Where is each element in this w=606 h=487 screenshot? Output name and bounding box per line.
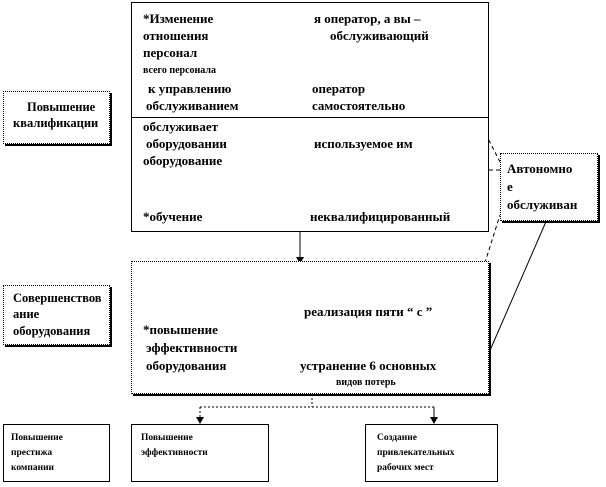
arrow-head-efficiency [196,417,204,424]
efficiency-line2: эффективности [141,448,208,458]
middle-col2-line3: видов потерь [336,377,396,388]
autonomous-line3: обслуживан [507,197,578,212]
arrow-head-top-to-middle [296,257,304,264]
autonomous-line1: Автономно [507,161,573,176]
top-col1-line7: обслуживает [143,119,218,134]
solid-link-bottom [487,216,549,356]
efficiency-line1: Повышение [141,433,193,443]
qualification-line2: квалификации [13,116,99,130]
top-col1-line9: оборудование [143,153,223,168]
top-col1-line4: всего персонала [143,65,216,76]
equipment-goals-box [131,261,489,394]
top-col1-line1: *Изменение [143,11,214,26]
equipment-line3: оборудования [13,324,91,338]
autonomous-maintenance-box [500,153,598,221]
qualification-line1: Повышение [27,100,96,114]
prestige-line1: Повышение [11,433,63,443]
prestige-line3: компании [11,463,55,473]
autonomous-line2: е [507,179,513,194]
top-col1-line3: персонал [143,45,198,60]
middle-col1-line2: эффективности [146,340,238,355]
top-col1-line8: оборудовании [146,136,227,151]
workplaces-box [365,424,498,482]
middle-col2-line1: реализация пяти “ с ” [304,304,433,319]
top-col1-line10: *обучение [143,209,203,224]
top-col1-line5: к управлению [148,81,232,96]
top-col1-line6: обслуживанием [146,98,239,113]
qualification-box [3,91,110,144]
top-col2-line4: самостоятельно [312,98,406,113]
middle-col1-line1: *повышение [143,322,218,337]
top-col2-line5: используемое им [314,136,413,151]
equipment-line1: Совершенствов [13,291,102,305]
efficiency-box [131,424,269,482]
arrow-head-workplaces [430,417,438,424]
workplaces-line2: привлекательных [377,448,455,458]
prestige-line2: престижа [11,448,53,458]
workplaces-line3: рабочих мест [377,463,434,473]
equipment-improvement-box [3,285,110,345]
top-box-divider [132,117,488,118]
equipment-line2: ание [13,307,40,321]
workplaces-line1: Создание [377,433,417,443]
top-goals-box [131,2,489,232]
top-col2-line6: неквалифицированный [310,209,451,224]
middle-col1-line3: оборудования [146,358,227,373]
top-col2-line3: оператор [312,81,366,96]
top-col2-line2: обслуживающий [330,28,429,43]
top-col2-line1: я оператор, а вы – [314,11,421,26]
middle-col2-line2: устранение 6 основных [300,358,437,373]
prestige-box [3,424,110,482]
top-col1-line2: отношения [143,28,209,43]
